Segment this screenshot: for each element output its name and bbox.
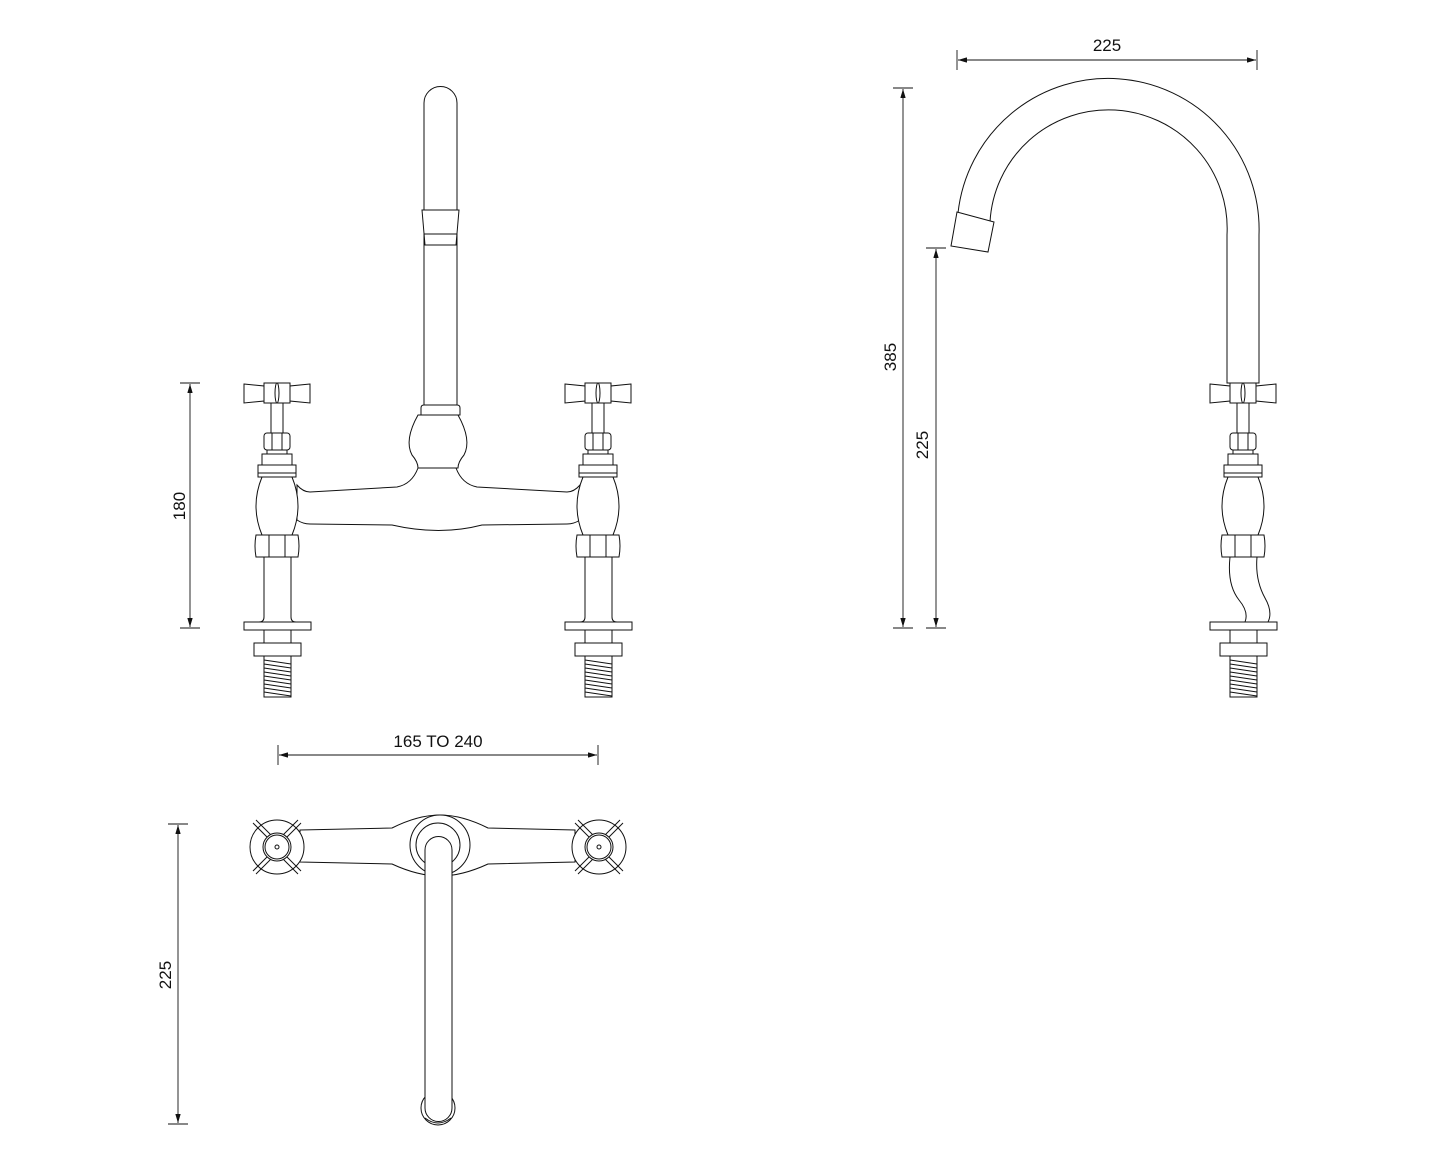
spout-nozzle	[950, 211, 995, 253]
dimension-label-top-projection: 225	[156, 960, 175, 990]
dimension-side-total-height	[893, 87, 913, 629]
dimension-label-side-spout-reach: 225	[1092, 36, 1122, 55]
top-spout	[424, 836, 453, 1122]
right-valve	[564, 382, 633, 698]
top-view	[168, 814, 627, 1126]
dimension-front-height	[180, 382, 200, 629]
bridge-body	[296, 467, 581, 531]
dimension-centres	[277, 745, 599, 765]
dimension-label-side-total-height: 385	[881, 342, 900, 372]
side-view	[893, 50, 1278, 698]
front-view	[180, 86, 633, 765]
left-valve	[243, 382, 312, 698]
dimension-top-projection	[168, 823, 188, 1125]
spout-cone	[421, 209, 460, 246]
spout-bulb	[408, 414, 468, 469]
dimension-label-front-height: 180	[170, 491, 189, 521]
dimension-label-centres: 165 TO 240	[393, 732, 483, 751]
dimension-side-spout-height	[926, 247, 946, 629]
dimension-label-side-spout-height: 225	[913, 430, 932, 460]
dimension-side-spout-reach	[956, 50, 1258, 70]
gooseneck-spout	[957, 77, 1260, 384]
spout-pipe	[423, 86, 458, 406]
